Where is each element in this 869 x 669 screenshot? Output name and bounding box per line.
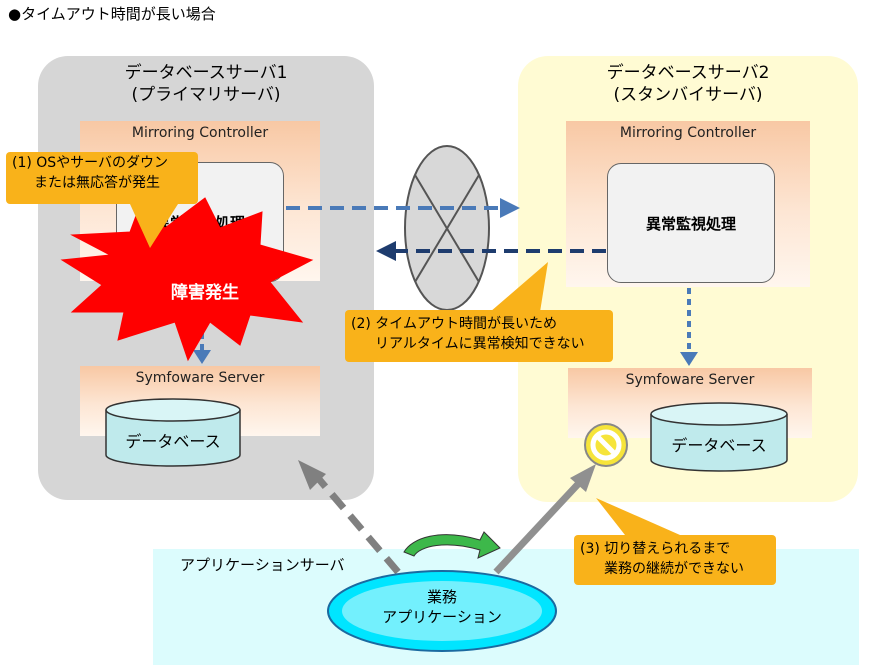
business-app-line2: アプリケーション (382, 608, 502, 626)
app-to-standby-arrow (493, 464, 596, 575)
page-title: ●タイムアウト時間が長い場合 (8, 5, 216, 23)
primary-server-title-line1: データベースサーバ1 (124, 63, 288, 83)
standby-monitor-label: 異常監視処理 (645, 214, 736, 233)
callout3-tail (596, 498, 680, 535)
callout2-line2: リアルタイムに異常検知できない (375, 336, 585, 352)
business-app-line1: 業務 (426, 588, 457, 606)
heartbeat-arrow-to-primary (376, 241, 606, 261)
failure-label: 障害発生 (171, 283, 239, 303)
standby-sf-title: Symfoware Server (625, 372, 755, 388)
primary-server-title-line2: (プライマリサーバ) (131, 85, 281, 105)
business-app-label: 業務 アプリケーション (342, 587, 542, 627)
no-entry-icon (584, 423, 628, 467)
primary-database-cylinder (105, 398, 241, 467)
standby-mc-title: Mirroring Controller (619, 125, 757, 141)
standby-server-title-line1: データベースサーバ2 (606, 63, 770, 83)
callout1-line1: (1) OSやサーバのダウン (12, 155, 169, 171)
app-to-primary-arrow (298, 460, 401, 575)
heartbeat-arrow-to-standby (286, 198, 520, 218)
callout1-line2: または無応答が発生 (34, 175, 160, 191)
primary-database-label: データベース (125, 432, 221, 451)
switch-arrow-icon (403, 531, 501, 559)
callout-os-down: (1) OSやサーバのダウン または無応答が発生 (6, 152, 198, 204)
failure-burst-icon (60, 197, 314, 362)
standby-monitor-process: 異常監視処理 (607, 163, 775, 283)
standby-server-title: データベースサーバ2 (スタンバイサーバ) (518, 62, 858, 106)
business-app-ellipse (327, 570, 557, 652)
application-server-label: アプリケーションサーバ (180, 556, 345, 574)
primary-sf-title: Symfoware Server (135, 370, 265, 386)
standby-mc-to-symfoware-arrow (680, 288, 698, 366)
callout3-line1: (3) 切り替えられるまで (580, 541, 731, 557)
primary-server-title: データベースサーバ1 (プライマリサーバ) (38, 62, 374, 106)
standby-server-title-line2: (スタンバイサーバ) (613, 85, 763, 105)
standby-database-cylinder (650, 402, 788, 472)
callout-cannot-continue: (3) 切り替えられるまで 業務の継続ができない (574, 535, 776, 585)
callout2-line1: (2) タイムアウト時間が長いため (351, 316, 558, 332)
callout-timeout-long: (2) タイムアウト時間が長いため リアルタイムに異常検知できない (345, 310, 613, 362)
primary-mc-title: Mirroring Controller (131, 125, 269, 141)
callout1-tail (130, 204, 178, 248)
callout3-line2: 業務の継続ができない (604, 561, 744, 577)
network-disconnect-icon (404, 145, 490, 311)
standby-database-label: データベース (671, 436, 767, 455)
callout2-tail (490, 262, 548, 312)
